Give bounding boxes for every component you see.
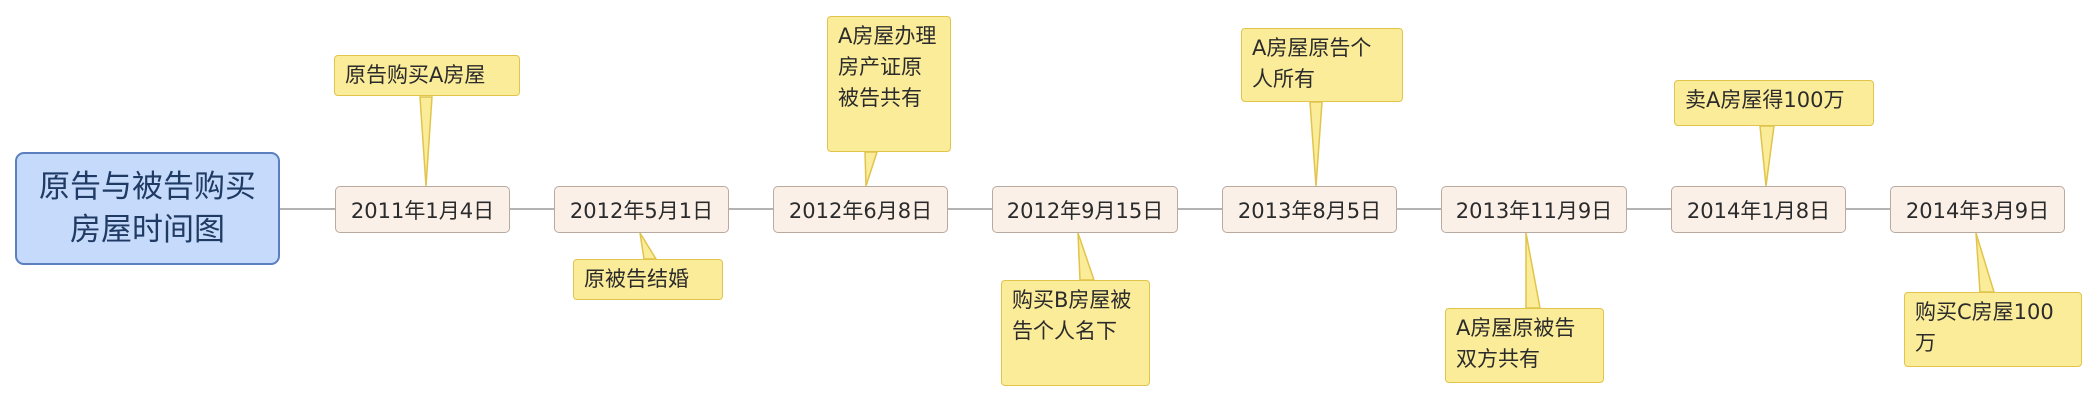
date-node[interactable]: 2012年5月1日 [554,186,729,233]
callout-pointer [1077,232,1096,281]
date-node[interactable]: 2011年1月4日 [335,186,510,233]
callout-pointer [1309,101,1323,187]
event-note[interactable]: 购买C房屋100万 [1904,292,2082,367]
event-note[interactable]: 原告购买A房屋 [334,55,520,96]
event-note[interactable]: 原被告结婚 [573,259,723,300]
diagram-title[interactable]: 原告与被告购买房屋时间图 [15,152,280,265]
date-node[interactable]: 2012年6月8日 [773,186,948,233]
callout-pointer [639,232,658,260]
callout-pointer [864,151,879,187]
callout-pointer [1759,125,1775,187]
date-node[interactable]: 2013年8月5日 [1222,186,1397,233]
date-node[interactable]: 2014年1月8日 [1671,186,1846,233]
event-note[interactable]: 购买B房屋被告个人名下 [1001,280,1150,386]
date-node[interactable]: 2012年9月15日 [992,186,1178,233]
event-note[interactable]: A房屋原告个人所有 [1241,28,1403,102]
event-note[interactable]: A房屋原被告双方共有 [1445,308,1604,383]
event-note[interactable]: 卖A房屋得100万 [1674,80,1874,126]
callout-pointer [1525,232,1541,309]
callout-pointer [419,96,433,187]
event-note[interactable]: A房屋办理房产证原被告共有 [827,16,951,152]
callout-pointer [1975,232,1996,293]
date-node[interactable]: 2014年3月9日 [1890,186,2065,233]
date-node[interactable]: 2013年11月9日 [1441,186,1627,233]
